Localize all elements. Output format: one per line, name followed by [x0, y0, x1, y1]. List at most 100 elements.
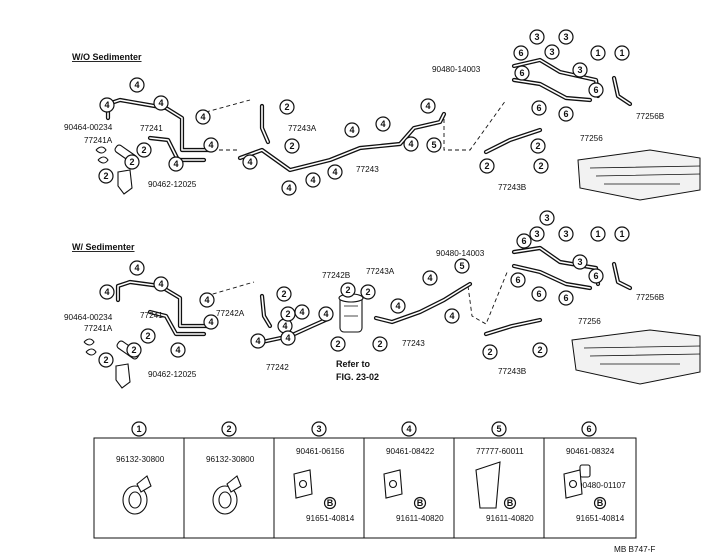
- svg-text:4: 4: [332, 167, 337, 177]
- callout-4: 4: [195, 109, 211, 125]
- table-header-4: 4: [401, 421, 417, 437]
- svg-text:2: 2: [537, 345, 542, 355]
- part-label: 77243B: [498, 183, 527, 192]
- svg-text:2: 2: [377, 339, 382, 349]
- pipe-77256-w: [511, 245, 601, 291]
- table-part-number: 91611-40820: [396, 514, 444, 523]
- refer-note: Refer to: [336, 359, 371, 369]
- part-label: 77241A: [84, 324, 113, 333]
- svg-text:2: 2: [484, 161, 489, 171]
- callout-4: 4: [99, 284, 115, 300]
- callout-3: 3: [572, 62, 588, 78]
- callout-2: 2: [479, 158, 495, 174]
- svg-text:1: 1: [619, 229, 624, 239]
- svg-text:6: 6: [519, 68, 524, 78]
- svg-text:2: 2: [131, 345, 136, 355]
- svg-text:2: 2: [145, 331, 150, 341]
- callout-2: 2: [360, 284, 376, 300]
- svg-text:B: B: [327, 498, 334, 508]
- callout-2: 2: [530, 138, 546, 154]
- callout-2: 2: [98, 352, 114, 368]
- table-part-number: 96132-30800: [116, 455, 165, 464]
- callout-3: 3: [529, 226, 545, 242]
- svg-text:4: 4: [286, 183, 291, 193]
- svg-text:1: 1: [595, 229, 600, 239]
- part-label: 77256B: [636, 293, 665, 302]
- callout-1: 1: [590, 226, 606, 242]
- svg-text:2: 2: [284, 102, 289, 112]
- svg-text:6: 6: [515, 275, 520, 285]
- figure-code: MB B747-F: [614, 545, 655, 554]
- section-title-wo: W/O Sedimenter: [72, 52, 142, 62]
- callout-4: 4: [250, 333, 266, 349]
- dash-connector: [205, 281, 255, 297]
- svg-text:2: 2: [103, 355, 108, 365]
- svg-text:6: 6: [586, 424, 591, 434]
- part-label: 77256: [580, 134, 603, 143]
- callout-4: 4: [403, 136, 419, 152]
- svg-text:4: 4: [158, 98, 163, 108]
- part-label: 77243: [356, 165, 379, 174]
- svg-text:4: 4: [200, 112, 205, 122]
- table-part-number: 77777-60011: [476, 447, 524, 456]
- callout-2: 2: [280, 306, 296, 322]
- svg-text:4: 4: [406, 424, 411, 434]
- table-part-number: 91651-40814: [576, 514, 625, 523]
- svg-text:2: 2: [538, 161, 543, 171]
- callout-2: 2: [532, 342, 548, 358]
- svg-text:4: 4: [323, 309, 328, 319]
- dash-connector: [443, 99, 507, 151]
- callout-2: 2: [482, 344, 498, 360]
- callout-4: 4: [390, 298, 406, 314]
- part-label: 77241: [140, 311, 163, 320]
- part-label: 77243B: [498, 367, 527, 376]
- callout-4: 4: [344, 122, 360, 138]
- callout-4: 4: [153, 95, 169, 111]
- part-label: 90480-14003: [432, 65, 481, 74]
- callout-6: 6: [588, 82, 604, 98]
- pipe-77242-w: [259, 315, 333, 345]
- svg-text:2: 2: [365, 287, 370, 297]
- svg-text:2: 2: [487, 347, 492, 357]
- svg-text:2: 2: [141, 145, 146, 155]
- table-part-number: 91611-40820: [486, 514, 534, 523]
- part-label: 90480-14003: [436, 249, 485, 258]
- svg-text:6: 6: [563, 109, 568, 119]
- callout-4: 4: [305, 172, 321, 188]
- table-header-5: 5: [491, 421, 507, 437]
- svg-text:4: 4: [282, 321, 287, 331]
- section-title-w: W/ Sedimenter: [72, 242, 135, 252]
- svg-text:4: 4: [134, 80, 139, 90]
- svg-text:3: 3: [316, 424, 321, 434]
- svg-text:B: B: [417, 498, 424, 508]
- svg-text:2: 2: [103, 171, 108, 181]
- clamp-bracket-icon: [563, 469, 583, 499]
- callout-4: 4: [281, 180, 297, 196]
- callout-4: 4: [375, 116, 391, 132]
- part-label: 77242A: [216, 309, 245, 318]
- svg-text:2: 2: [535, 141, 540, 151]
- callout-5: 5: [426, 137, 442, 153]
- svg-text:4: 4: [104, 100, 109, 110]
- callout-4: 4: [170, 342, 186, 358]
- svg-text:1: 1: [136, 424, 141, 434]
- callout-3: 3: [544, 44, 560, 60]
- part-label: 90462-12025: [148, 180, 197, 189]
- callout-2: 2: [340, 282, 356, 298]
- callout-3: 3: [539, 210, 555, 226]
- callout-2: 2: [140, 328, 156, 344]
- callout-1: 1: [614, 45, 630, 61]
- svg-text:3: 3: [577, 65, 582, 75]
- callout-4: 4: [327, 164, 343, 180]
- callout-2: 2: [279, 99, 295, 115]
- svg-text:6: 6: [518, 48, 523, 58]
- svg-text:4: 4: [425, 101, 430, 111]
- svg-text:4: 4: [208, 317, 213, 327]
- callout-4: 4: [199, 292, 215, 308]
- dash-connector: [205, 99, 251, 113]
- svg-text:3: 3: [577, 257, 582, 267]
- svg-text:4: 4: [427, 273, 432, 283]
- part-label: 90464-00234: [64, 313, 113, 322]
